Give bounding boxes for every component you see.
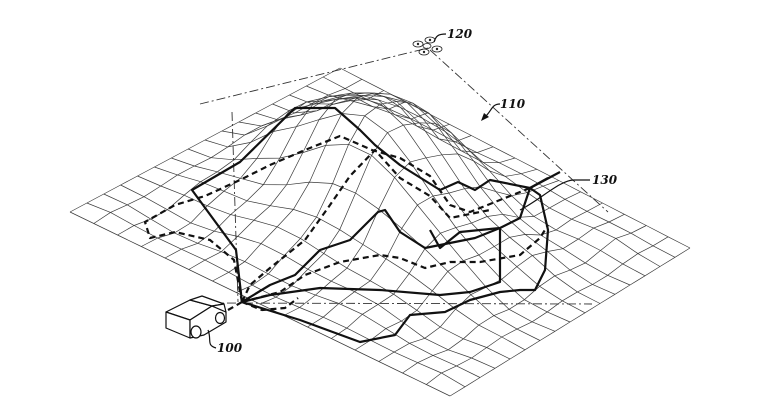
label-130: 130: [592, 173, 618, 187]
terrain-leader: [485, 103, 501, 117]
drone-icon: [412, 36, 443, 56]
label-100: 100: [217, 341, 243, 355]
sight-lines: [199, 47, 609, 305]
vehicle-leader: [207, 329, 217, 349]
terrain-mesh: [69, 67, 691, 397]
label-120: 120: [447, 27, 473, 41]
label-110: 110: [500, 97, 526, 111]
vehicle-icon: [165, 295, 227, 339]
flight-paths: [143, 106, 561, 344]
paths-leader: [519, 179, 590, 211]
drone-leader: [433, 33, 447, 43]
arrow-icon: [481, 113, 489, 121]
